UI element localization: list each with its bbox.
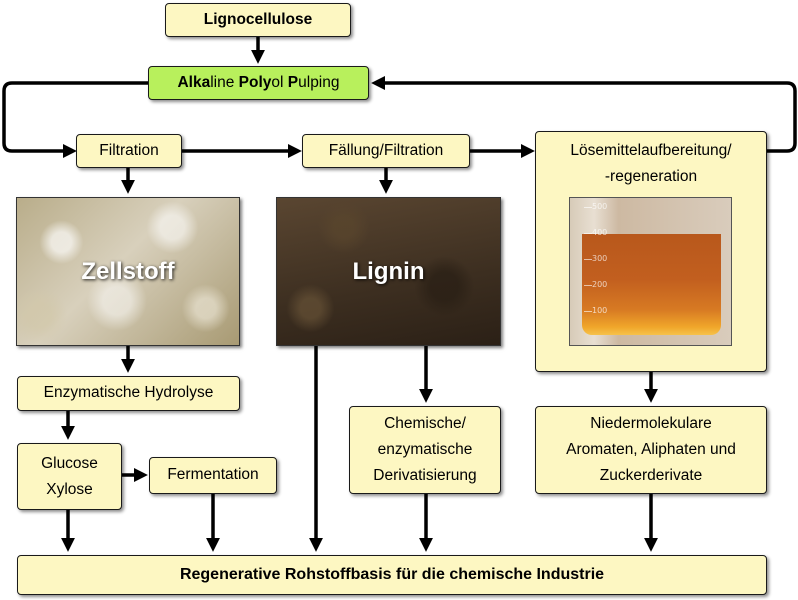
chemische-label-line3: Derivatisierung (373, 467, 477, 484)
glucose-label: Glucose (41, 454, 98, 472)
lignin-image: Lignin (276, 197, 501, 346)
lignin-label: Lignin (352, 257, 425, 285)
beaker-scale-100: 100 (592, 306, 608, 315)
solvent-beaker-image: 500 400 300 200 100 (569, 197, 732, 346)
pulping-ol: ol (271, 73, 288, 91)
pulping-line: line (210, 73, 239, 91)
beaker-scale-500: 500 (592, 202, 608, 211)
pulping-p: P (287, 73, 299, 91)
nieder-label-line2: Aromaten, Aliphaten und (566, 441, 736, 458)
chemische-label-line2: enzymatische (377, 441, 473, 458)
pulping-poly: Poly (238, 73, 272, 91)
beaker-scale-400: 400 (592, 228, 608, 237)
loesemittel-label-line1: Lösemittelaufbereitung/ (570, 142, 732, 159)
lignocellulose-box: Lignocellulose (165, 3, 351, 37)
fermentation-box: Fermentation (149, 457, 277, 494)
arrow-pulping-filtration (2, 81, 148, 158)
hydrolyse-label: Enzymatische Hydrolyse (43, 384, 214, 402)
beaker-scale-300: 300 (592, 254, 608, 263)
rohstoffbasis-label: Regenerative Rohstoffbasis für die chemi… (179, 566, 605, 584)
faellung-filtration-box: Fällung/Filtration (302, 134, 470, 168)
pulping-alka: Alka (177, 73, 211, 91)
niedermolekulare-box: Niedermolekulare Aromaten, Aliphaten und… (535, 406, 767, 494)
rohstoffbasis-box: Regenerative Rohstoffbasis für die chemi… (17, 555, 767, 595)
chemische-label-line1: Chemische/ (384, 415, 466, 432)
chemische-derivatisierung-box: Chemische/ enzymatische Derivatisierung (349, 406, 501, 494)
lignocellulose-label: Lignocellulose (203, 10, 313, 28)
glucose-xylose-box: Glucose Xylose (17, 443, 122, 510)
nieder-label-line1: Niedermolekulare (590, 415, 712, 432)
zellstoff-label: Zellstoff (81, 257, 175, 285)
beaker-scale-200: 200 (592, 280, 608, 289)
enzymatische-hydrolyse-box: Enzymatische Hydrolyse (17, 376, 240, 411)
xylose-label: Xylose (46, 480, 93, 498)
faellung-label: Fällung/Filtration (328, 141, 444, 159)
fermentation-label: Fermentation (167, 466, 259, 484)
zellstoff-image: Zellstoff (16, 197, 240, 346)
filtration-label: Filtration (99, 141, 159, 159)
pulping-ulping: ulping (298, 73, 340, 91)
alkaline-polyol-pulping-box: Alkaline Polyol Pulping (148, 66, 369, 100)
loesemittel-label-line2: -regeneration (604, 168, 698, 185)
nieder-label-line3: Zuckerderivate (599, 467, 703, 484)
pulping-label: Alkaline Polyol Pulping (177, 72, 339, 94)
filtration-box: Filtration (76, 134, 182, 168)
solvent-liquid (582, 234, 721, 335)
arrow-loesemittel-pulping (371, 76, 797, 153)
